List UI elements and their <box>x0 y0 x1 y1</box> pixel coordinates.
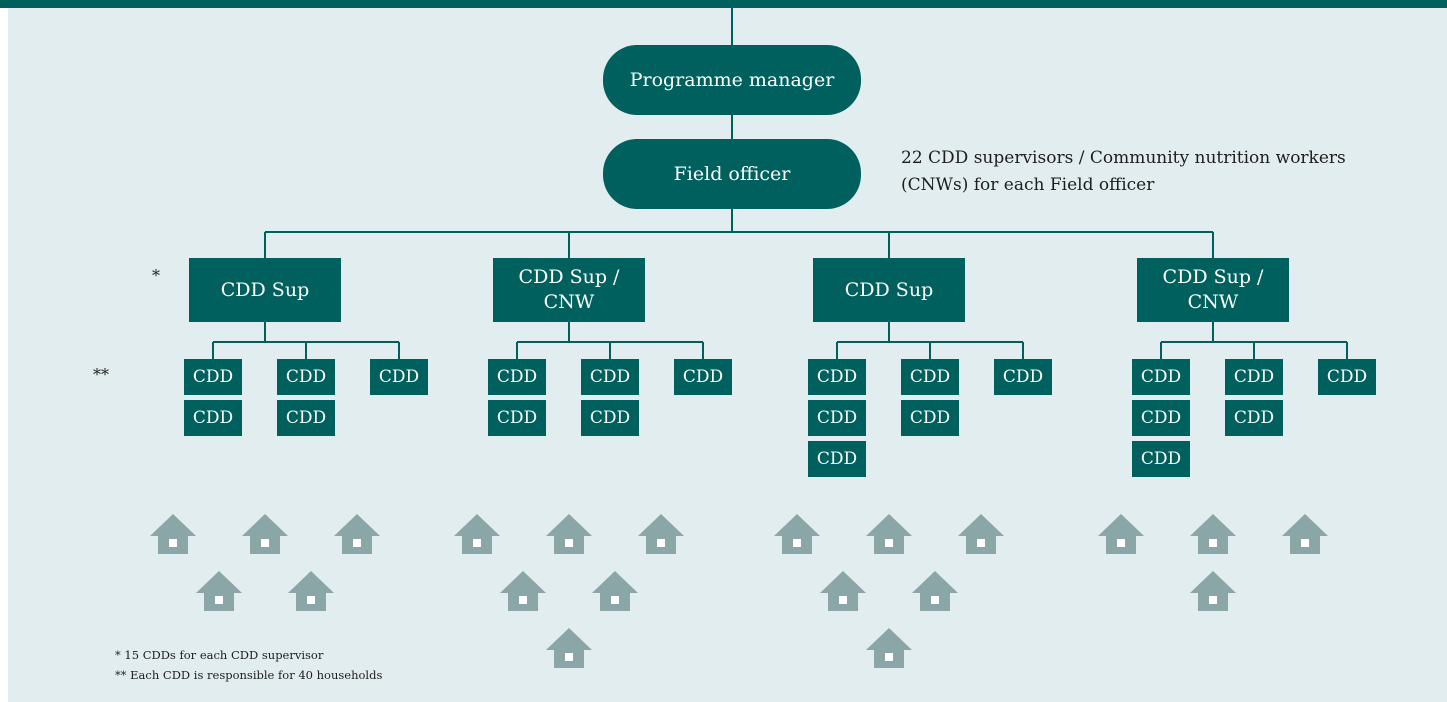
footnotes: * 15 CDDs for each CDD supervisor ** Eac… <box>115 645 382 685</box>
cdd-box: CDD <box>994 359 1052 395</box>
house-icon <box>1098 514 1144 554</box>
house-icon <box>196 571 242 611</box>
cdd-box: CDD <box>1132 441 1190 477</box>
cdd-box: CDD <box>808 400 866 436</box>
supervisor-box: CDD Sup <box>189 258 341 322</box>
house-icon <box>1190 571 1236 611</box>
cdd-box: CDD <box>277 400 335 436</box>
house-icon <box>454 514 500 554</box>
house-icon <box>866 628 912 668</box>
cdd-box: CDD <box>370 359 428 395</box>
house-icon <box>288 571 334 611</box>
house-icon <box>866 514 912 554</box>
cdd-footnote-marker: ** <box>93 365 109 384</box>
footnote-supervisor: * 15 CDDs for each CDD supervisor <box>115 648 324 662</box>
cdd-box: CDD <box>277 359 335 395</box>
cdd-box: CDD <box>1132 359 1190 395</box>
supervisor-footnote-marker: * <box>152 266 160 285</box>
footnote-households: ** Each CDD is responsible for 40 househ… <box>115 668 383 682</box>
cdd-box: CDD <box>581 359 639 395</box>
cdd-box: CDD <box>674 359 732 395</box>
house-icon <box>1282 514 1328 554</box>
cdd-box: CDD <box>808 441 866 477</box>
supervisor-box: CDD Sup / CNW <box>493 258 645 322</box>
cdd-box: CDD <box>1225 400 1283 436</box>
house-icon <box>592 571 638 611</box>
supervisor-box: CDD Sup / CNW <box>1137 258 1289 322</box>
house-icon <box>912 571 958 611</box>
house-icon <box>546 514 592 554</box>
cdd-box: CDD <box>901 400 959 436</box>
house-icon <box>774 514 820 554</box>
cdd-box: CDD <box>184 359 242 395</box>
house-icon <box>334 514 380 554</box>
house-icon <box>958 514 1004 554</box>
cdd-box: CDD <box>184 400 242 436</box>
house-icon <box>546 628 592 668</box>
house-icon <box>820 571 866 611</box>
house-icon <box>638 514 684 554</box>
cdd-box: CDD <box>1225 359 1283 395</box>
house-icon <box>1190 514 1236 554</box>
cdd-box: CDD <box>901 359 959 395</box>
cdd-box: CDD <box>1318 359 1376 395</box>
cdd-box: CDD <box>808 359 866 395</box>
cdd-box: CDD <box>488 359 546 395</box>
house-icon <box>242 514 288 554</box>
house-icon <box>150 514 196 554</box>
cdd-box: CDD <box>581 400 639 436</box>
field-officer-box: Field officer <box>603 139 861 209</box>
house-icon <box>500 571 546 611</box>
field-officer-note: 22 CDD supervisors / Community nutrition… <box>901 148 1346 195</box>
supervisor-box: CDD Sup <box>813 258 965 322</box>
cdd-box: CDD <box>488 400 546 436</box>
programme-manager-box: Programme manager <box>603 45 861 115</box>
cdd-box: CDD <box>1132 400 1190 436</box>
top-bar <box>0 0 1447 8</box>
